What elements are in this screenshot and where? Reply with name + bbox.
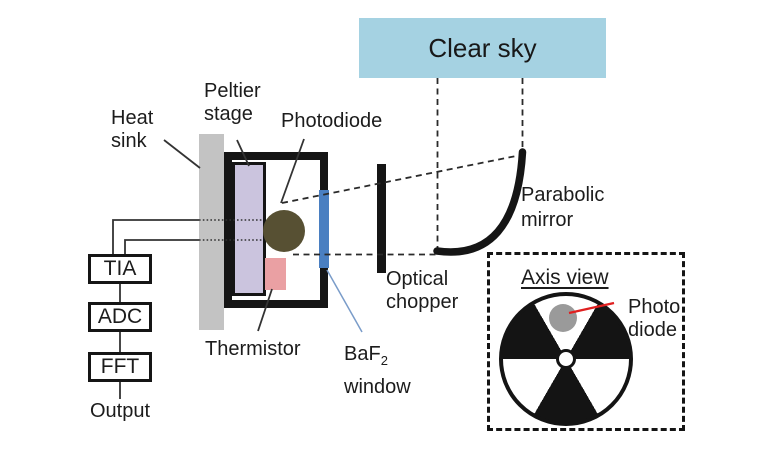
wheel-hub	[556, 349, 576, 369]
peltier-stage-label: Peltier stage	[204, 80, 261, 125]
heat-sink-bar	[199, 134, 224, 330]
baf2-window-label: BaF2 window	[344, 343, 411, 398]
wire-tia-upper	[112, 219, 199, 254]
adc-box: ADC	[88, 302, 152, 332]
adc-label: ADC	[97, 305, 143, 328]
wire-tia-lower	[124, 239, 199, 254]
fft-label: FFT	[100, 355, 140, 378]
wheel-photodiode-circle	[549, 304, 577, 332]
photodiode-label: Photodiode	[281, 110, 383, 132]
parabolic-mirror-label: Parabolic mirror	[521, 184, 605, 231]
baf2-formula: BaF2	[344, 343, 388, 368]
optical-chopper-label: Optical chopper	[386, 268, 459, 313]
thermistor-label: Thermistor	[205, 338, 301, 360]
tia-box: TIA	[88, 254, 152, 284]
photodiode-circle	[263, 210, 305, 252]
axis-view-title: Axis view	[521, 266, 609, 289]
thermistor-rect	[265, 258, 286, 290]
inset-photo-diode-label: Photo diode	[628, 296, 681, 341]
axis-view-inset: Axis view Photo diode	[487, 252, 685, 431]
peltier-stage-rect	[232, 162, 266, 296]
heat-sink-leader	[163, 139, 201, 169]
clear-sky-box: Clear sky	[359, 18, 606, 78]
heat-sink-label: Heat sink	[111, 107, 154, 152]
baf2-window-strip	[319, 190, 329, 268]
fft-box: FFT	[88, 352, 152, 382]
output-label: Output	[89, 400, 151, 422]
tia-label: TIA	[103, 257, 137, 280]
baf2-leader-line	[326, 269, 363, 333]
parabolic-mirror-curve	[433, 148, 527, 256]
optical-chopper-bar	[377, 164, 386, 273]
clear-sky-label: Clear sky	[428, 32, 537, 63]
